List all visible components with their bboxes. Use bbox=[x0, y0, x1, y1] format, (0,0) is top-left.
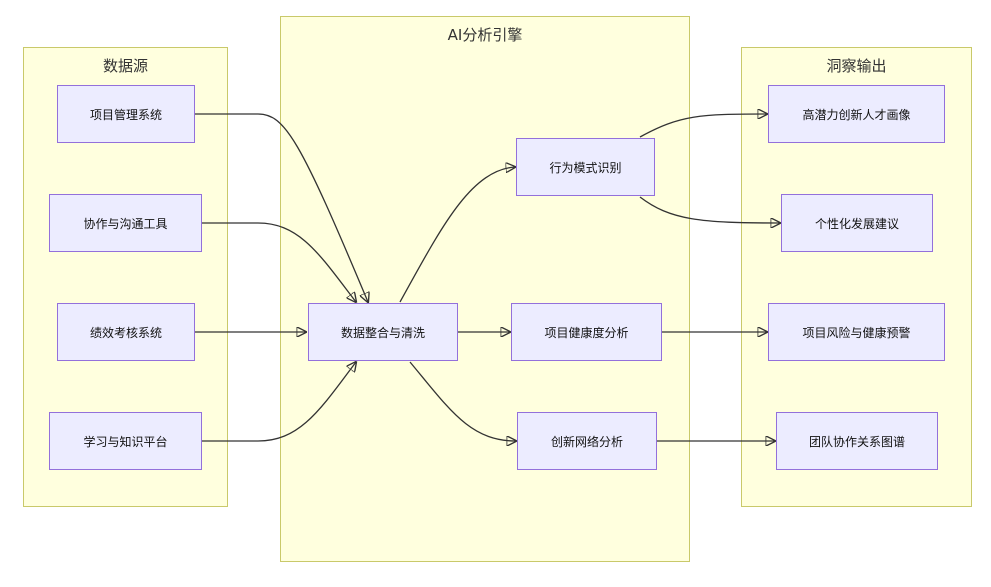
edge-etl-to-network bbox=[409, 361, 516, 441]
group-title-ai-engine: AI分析引擎 bbox=[447, 26, 523, 44]
node-development-advice[interactable]: 个性化发展建议 bbox=[781, 194, 933, 252]
node-project-health[interactable]: 项目健康度分析 bbox=[511, 303, 662, 361]
edge-etl-to-behavior bbox=[399, 167, 515, 303]
edge-collab-to-etl bbox=[202, 222, 356, 302]
node-innovation-network[interactable]: 创新网络分析 bbox=[517, 412, 657, 470]
group-title-data-sources: 数据源 bbox=[102, 57, 148, 75]
edge-behavior-to-talent bbox=[639, 114, 767, 138]
node-behavior-recognition[interactable]: 行为模式识别 bbox=[516, 138, 655, 196]
group-ai-engine: AI分析引擎 bbox=[280, 16, 690, 562]
node-learning-platform[interactable]: 学习与知识平台 bbox=[49, 412, 202, 470]
edge-behavior-to-dev bbox=[639, 196, 780, 223]
node-team-relationship-map[interactable]: 团队协作关系图谱 bbox=[776, 412, 938, 470]
node-data-integration[interactable]: 数据整合与清洗 bbox=[308, 303, 458, 361]
edge-pm-to-etl bbox=[195, 113, 368, 302]
node-risk-warning[interactable]: 项目风险与健康预警 bbox=[768, 303, 945, 361]
edge-learn-to-etl bbox=[202, 362, 356, 442]
node-talent-profile[interactable]: 高潜力创新人才画像 bbox=[768, 85, 945, 143]
node-collaboration-tools[interactable]: 协作与沟通工具 bbox=[49, 194, 202, 252]
node-performance-system[interactable]: 绩效考核系统 bbox=[57, 303, 195, 361]
group-title-insight-output: 洞察输出 bbox=[826, 57, 887, 75]
node-project-management-system[interactable]: 项目管理系统 bbox=[57, 85, 195, 143]
